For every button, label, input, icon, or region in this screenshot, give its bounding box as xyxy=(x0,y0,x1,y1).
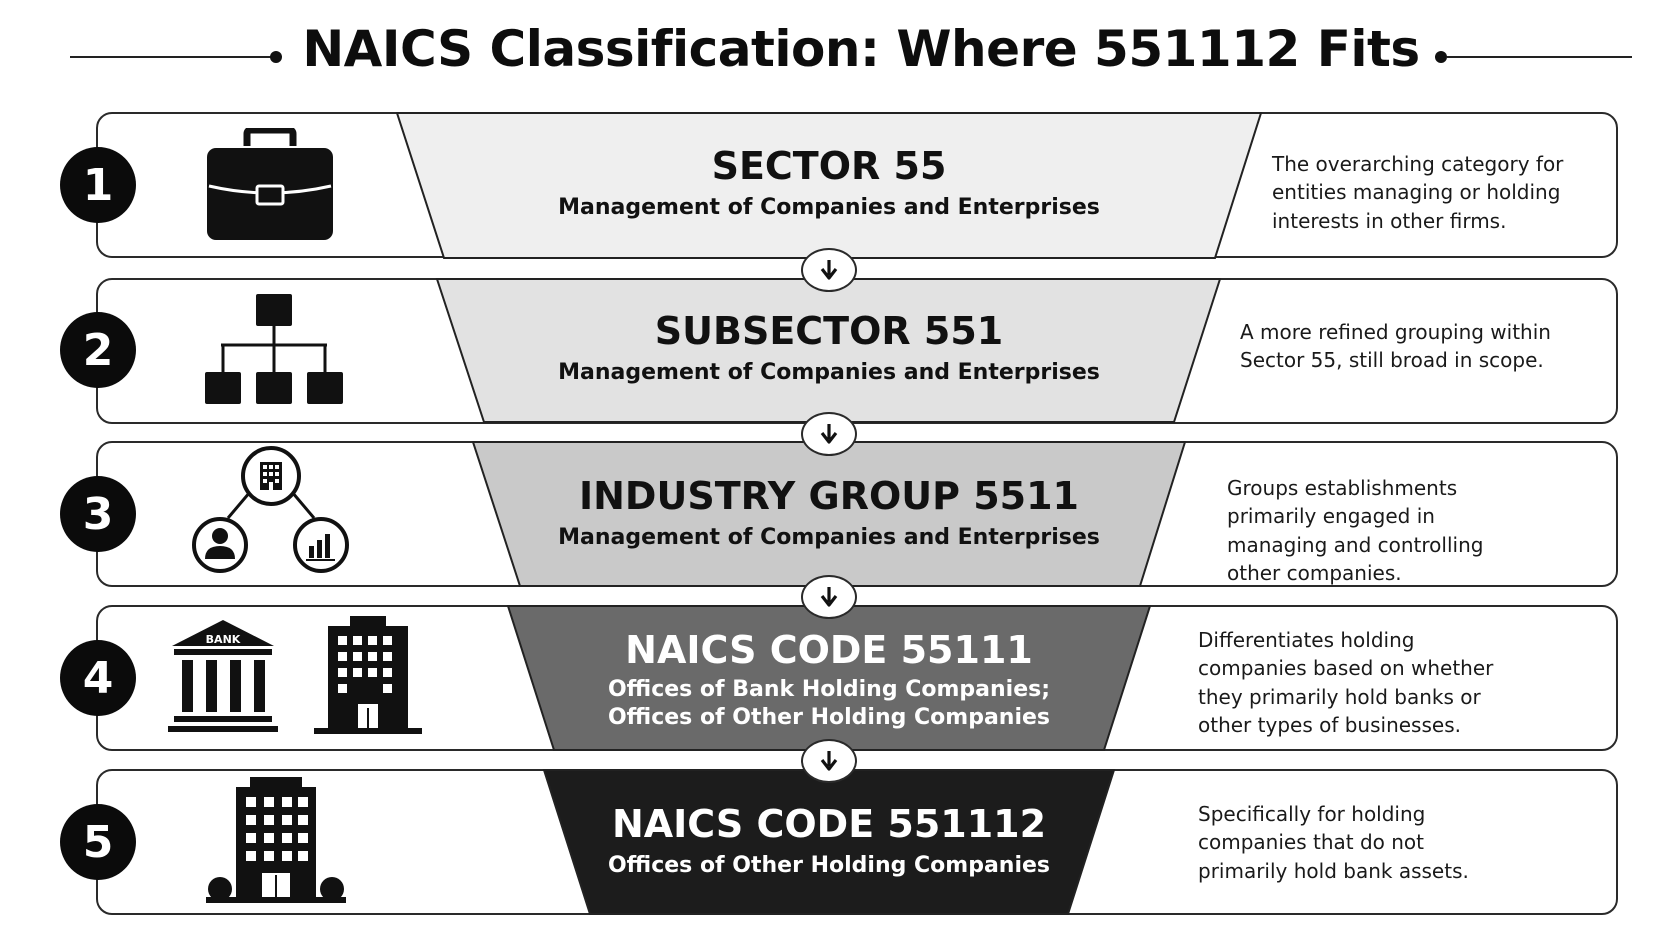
level-description-2: A more refined grouping within Sector 55… xyxy=(1240,320,1551,373)
level-description-4: Differentiates holding companies based o… xyxy=(1198,628,1494,738)
level-subtitle: Management of Companies and Enterprises xyxy=(558,524,1100,550)
network-icon xyxy=(190,446,352,576)
down-arrow-connector-2 xyxy=(801,412,857,456)
level-heading: NAICS CODE 551112 xyxy=(611,802,1047,846)
level-subtitle: Management of Companies and Enterprises xyxy=(558,194,1100,220)
title-rule-right xyxy=(1447,56,1632,58)
level-label-1: SECTOR 55 Management of Companies and En… xyxy=(520,144,1138,222)
arrow-down-icon xyxy=(820,587,838,607)
arrow-down-icon xyxy=(820,751,838,771)
level-subtitle: Management of Companies and Enterprises xyxy=(558,359,1100,385)
level-label-2: SUBSECTOR 551 Management of Companies an… xyxy=(520,309,1138,387)
level-heading: SECTOR 55 xyxy=(711,144,947,188)
down-arrow-connector-4 xyxy=(801,739,857,783)
level-description-1: The overarching category for entities ma… xyxy=(1272,152,1564,233)
office-building-icon xyxy=(314,616,422,734)
level-label-4: NAICS CODE 55111 Offices of Bank Holding… xyxy=(560,628,1098,733)
title-row: NAICS Classification: Where 551112 Fits xyxy=(0,12,1672,92)
bank-icon: BANK xyxy=(168,616,278,734)
level-heading: INDUSTRY GROUP 5511 xyxy=(578,474,1079,518)
step-number-5: 5 xyxy=(60,804,136,880)
level-heading: SUBSECTOR 551 xyxy=(654,309,1004,353)
level-heading: NAICS CODE 55111 xyxy=(625,628,1033,672)
down-arrow-connector-3 xyxy=(801,575,857,619)
office-tower-icon xyxy=(206,777,346,905)
briefcase-icon xyxy=(205,128,335,242)
arrow-down-icon xyxy=(820,260,838,280)
page-title: NAICS Classification: Where 551112 Fits xyxy=(302,20,1420,78)
title-rule-left xyxy=(70,56,275,58)
svg-text:BANK: BANK xyxy=(206,633,241,646)
level-label-3: INDUSTRY GROUP 5511 Management of Compan… xyxy=(520,474,1138,552)
step-number-4: 4 xyxy=(60,640,136,716)
level-subtitle: Offices of Other Holding Companies xyxy=(607,852,1051,878)
step-number-1: 1 xyxy=(60,147,136,223)
down-arrow-connector-1 xyxy=(801,248,857,292)
level-description-3: Groups establishments primarily engaged … xyxy=(1227,476,1484,586)
title-dot-right xyxy=(1435,51,1447,63)
level-description-5: Specifically for holding companies that … xyxy=(1198,802,1469,883)
step-number-3: 3 xyxy=(60,476,136,552)
arrow-down-icon xyxy=(820,424,838,444)
level-subtitle: Offices of Bank Holding Companies; Offic… xyxy=(607,676,1051,731)
level-label-5: NAICS CODE 551112 Offices of Other Holdi… xyxy=(580,802,1078,880)
title-dot-left xyxy=(270,51,282,63)
step-number-2: 2 xyxy=(60,312,136,388)
org-chart-icon xyxy=(205,294,343,406)
